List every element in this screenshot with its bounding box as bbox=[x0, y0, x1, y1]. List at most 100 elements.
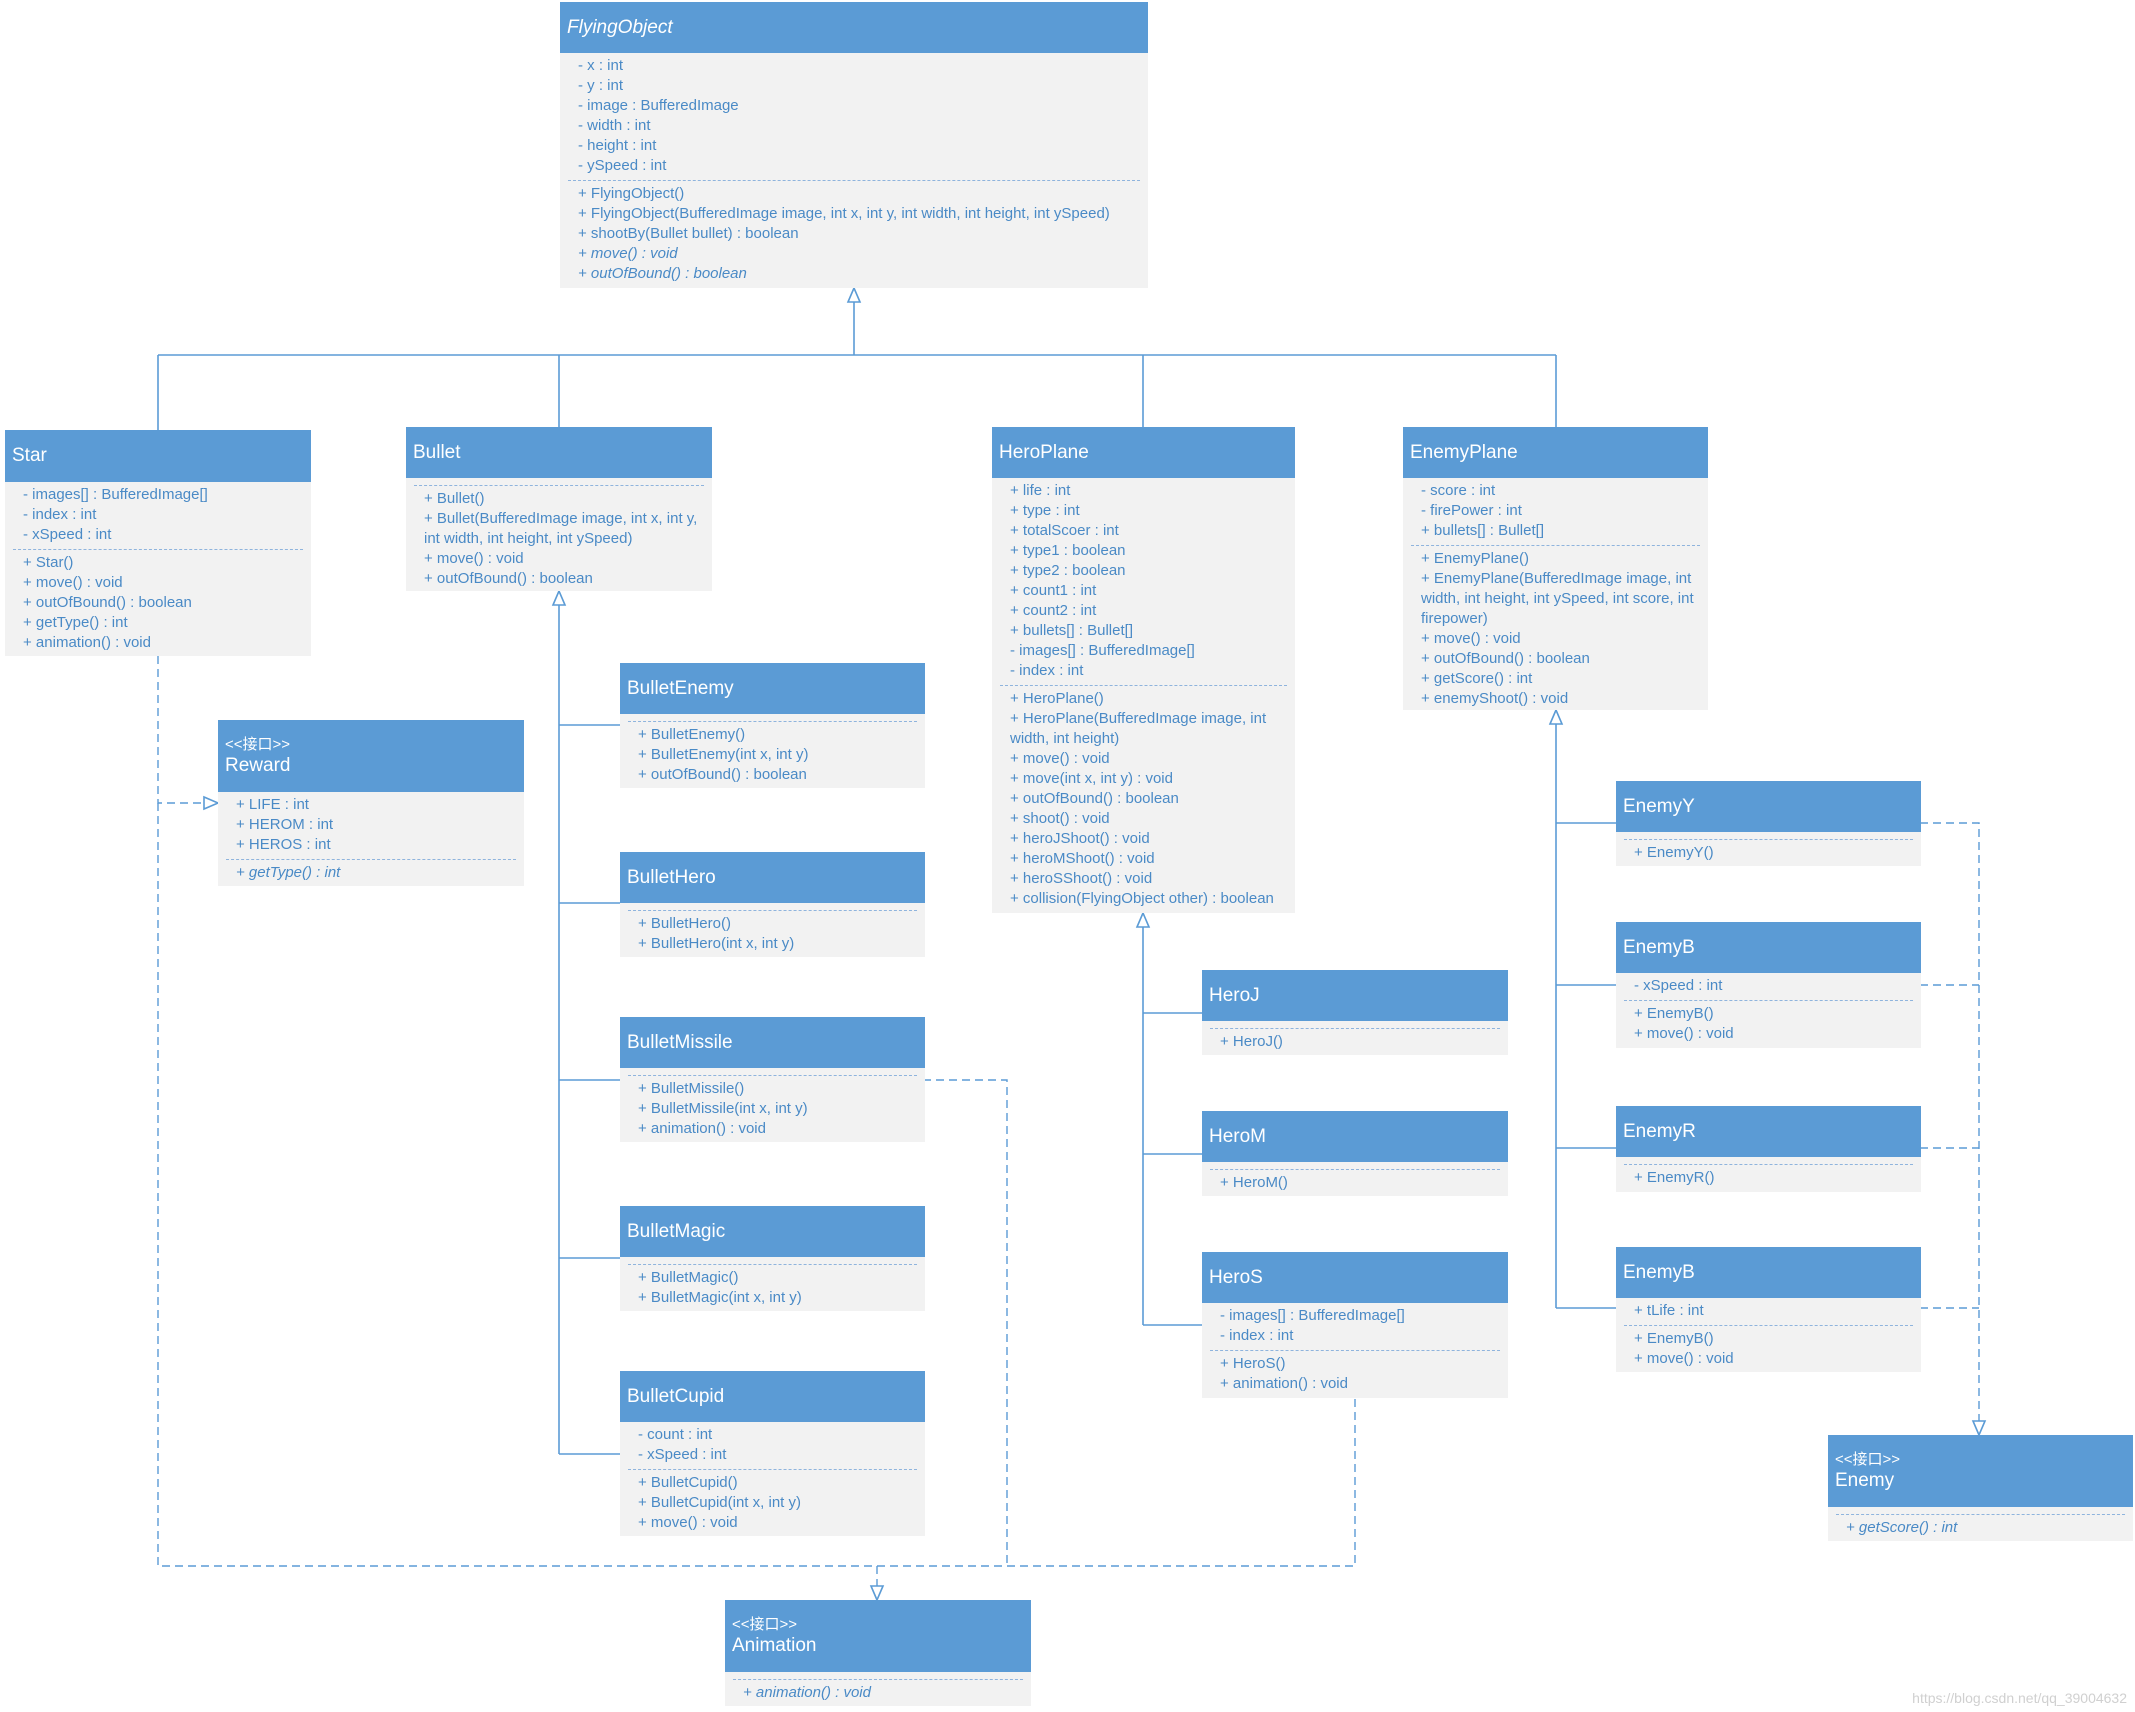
method: + move(int x, int y) : void bbox=[1010, 770, 1173, 787]
method: + getScore() : int bbox=[1421, 670, 1533, 687]
method: + move() : void bbox=[1634, 1350, 1734, 1367]
compartment-divider bbox=[628, 910, 917, 911]
interface-enemy[interactable]: <<接口>> Enemy + getScore() : int bbox=[1828, 1435, 2133, 1541]
method: + FlyingObject(BufferedImage image, int … bbox=[578, 205, 1110, 222]
abstract-method: + getType() : int bbox=[236, 864, 341, 881]
method: + move() : void bbox=[638, 1514, 738, 1531]
method: + EnemyB() bbox=[1634, 1005, 1714, 1022]
method: + HeroPlane(BufferedImage image, int wid… bbox=[1010, 710, 1267, 747]
method: + move() : void bbox=[1421, 630, 1521, 647]
method: + shootBy(Bullet bullet) : boolean bbox=[578, 225, 799, 242]
method: + HeroJ() bbox=[1220, 1033, 1283, 1050]
class-bulletmissile[interactable]: BulletMissile + BulletMissile() + Bullet… bbox=[620, 1017, 925, 1142]
compartment-divider bbox=[1210, 1028, 1500, 1029]
attribute: - xSpeed : int bbox=[23, 526, 112, 543]
attribute: - xSpeed : int bbox=[1634, 977, 1723, 994]
class-name: Enemy bbox=[1835, 1470, 1895, 1491]
class-enemyb[interactable]: EnemyB + tLife : int + EnemyB() + move()… bbox=[1616, 1247, 1921, 1372]
method: + EnemyY() bbox=[1634, 844, 1714, 861]
generalization-arrowhead bbox=[1135, 910, 1151, 928]
attribute: + type2 : boolean bbox=[1010, 562, 1126, 579]
method: + collision(FlyingObject other) : boolea… bbox=[1010, 890, 1274, 907]
attribute: - image : BufferedImage bbox=[578, 97, 739, 114]
class-name: HeroPlane bbox=[999, 441, 1089, 463]
realization-line bbox=[1920, 822, 1980, 1421]
class-name: EnemyPlane bbox=[1410, 441, 1518, 463]
method: + BulletEnemy() bbox=[638, 726, 746, 743]
method: + BulletMagic(int x, int y) bbox=[638, 1289, 802, 1306]
method: + EnemyR() bbox=[1634, 1169, 1715, 1186]
compartment-divider bbox=[628, 721, 917, 722]
method: + outOfBound() : boolean bbox=[1421, 650, 1590, 667]
attribute: - x : int bbox=[578, 57, 624, 74]
method: + BulletMissile() bbox=[638, 1080, 745, 1097]
method: + Bullet(BufferedImage image, int x, int… bbox=[424, 510, 698, 547]
attribute: + bullets[] : Bullet[] bbox=[1421, 522, 1544, 539]
class-herom[interactable]: HeroM + HeroM() bbox=[1202, 1111, 1508, 1196]
method: + HeroS() bbox=[1220, 1355, 1286, 1372]
class-heroj[interactable]: HeroJ + HeroJ() bbox=[1202, 970, 1508, 1055]
class-heros[interactable]: HeroS - images[] : BufferedImage[] - ind… bbox=[1202, 1252, 1508, 1398]
interface-animation[interactable]: <<接口>> Animation + animation() : void bbox=[725, 1600, 1031, 1706]
class-name: EnemyY bbox=[1623, 795, 1695, 817]
method: + outOfBound() : boolean bbox=[424, 570, 593, 587]
abstract-method: + getScore() : int bbox=[1846, 1519, 1958, 1536]
method: + HeroPlane() bbox=[1010, 690, 1104, 707]
class-name: Bullet bbox=[413, 441, 461, 463]
method: + EnemyPlane(BufferedImage image, int wi… bbox=[1421, 570, 1694, 627]
attribute: - height : int bbox=[578, 137, 657, 154]
compartment-divider bbox=[1624, 1164, 1913, 1165]
interface-reward[interactable]: <<接口>> Reward + LIFE : int + HEROM : int… bbox=[218, 720, 524, 886]
compartment-divider bbox=[628, 1264, 917, 1265]
class-enemyy[interactable]: EnemyY + EnemyY() bbox=[1616, 781, 1921, 866]
compartment-divider bbox=[1624, 1000, 1913, 1001]
attribute: + totalScoer : int bbox=[1010, 522, 1119, 539]
realization-line bbox=[157, 803, 1356, 1567]
class-star[interactable]: Star - images[] : BufferedImage[] - inde… bbox=[5, 430, 311, 656]
attribute: + count1 : int bbox=[1010, 582, 1097, 599]
attribute: + count2 : int bbox=[1010, 602, 1097, 619]
class-name: FlyingObject bbox=[567, 16, 673, 38]
class-name: EnemyR bbox=[1623, 1120, 1696, 1142]
class-name: BulletEnemy bbox=[627, 677, 734, 699]
generalization-arrowhead bbox=[1548, 707, 1564, 725]
attribute: - index : int bbox=[1010, 662, 1084, 679]
class-bulletmagic[interactable]: BulletMagic + BulletMagic() + BulletMagi… bbox=[620, 1206, 925, 1311]
attribute: - images[] : BufferedImage[] bbox=[23, 486, 208, 503]
compartment-divider bbox=[1210, 1350, 1500, 1351]
class-name: Star bbox=[12, 445, 47, 466]
class-enemyb[interactable]: EnemyB - xSpeed : int + EnemyB() + move(… bbox=[1616, 922, 1921, 1048]
attribute: - images[] : BufferedImage[] bbox=[1220, 1307, 1405, 1324]
class-heroplane[interactable]: HeroPlane + life : int + type : int + to… bbox=[992, 427, 1295, 913]
class-enemyplane[interactable]: EnemyPlane - score : int - firePower : i… bbox=[1403, 427, 1708, 710]
method: + heroJShoot() : void bbox=[1010, 830, 1150, 847]
attribute: + HEROM : int bbox=[236, 816, 334, 833]
class-bullethero[interactable]: BulletHero + BulletHero() + BulletHero(i… bbox=[620, 852, 925, 957]
method: + move() : void bbox=[424, 550, 524, 567]
attribute: - width : int bbox=[578, 117, 651, 134]
attribute: - firePower : int bbox=[1421, 502, 1522, 519]
class-bullet[interactable]: Bullet + Bullet() + Bullet(BufferedImage… bbox=[406, 427, 712, 591]
method: + outOfBound() : boolean bbox=[638, 766, 807, 783]
class-flyingobject[interactable]: FlyingObject - x : int - y : int - image… bbox=[560, 2, 1148, 288]
class-enemyr[interactable]: EnemyR + EnemyR() bbox=[1616, 1106, 1921, 1192]
class-name: BulletCupid bbox=[627, 1385, 725, 1407]
attribute: - y : int bbox=[578, 77, 624, 94]
class-bulletenemy[interactable]: BulletEnemy + BulletEnemy() + BulletEnem… bbox=[620, 663, 925, 788]
attribute: + type1 : boolean bbox=[1010, 542, 1126, 559]
method: + EnemyB() bbox=[1634, 1330, 1714, 1347]
realization-line bbox=[923, 1079, 1008, 1566]
class-name: BulletMissile bbox=[627, 1031, 733, 1053]
method: + animation() : void bbox=[23, 634, 151, 651]
class-name: EnemyB bbox=[1623, 1261, 1695, 1283]
attribute: + HEROS : int bbox=[236, 836, 331, 853]
abstract-method: + move() : void bbox=[578, 245, 678, 262]
method: + BulletHero() bbox=[638, 915, 731, 932]
realization-arrowhead bbox=[869, 1585, 885, 1603]
compartment-divider bbox=[1624, 839, 1913, 840]
class-name: HeroM bbox=[1209, 1125, 1267, 1147]
class-bulletcupid[interactable]: BulletCupid - count : int - xSpeed : int… bbox=[620, 1371, 925, 1536]
method: + Bullet() bbox=[424, 490, 485, 507]
abstract-method: + outOfBound() : boolean bbox=[578, 265, 747, 282]
